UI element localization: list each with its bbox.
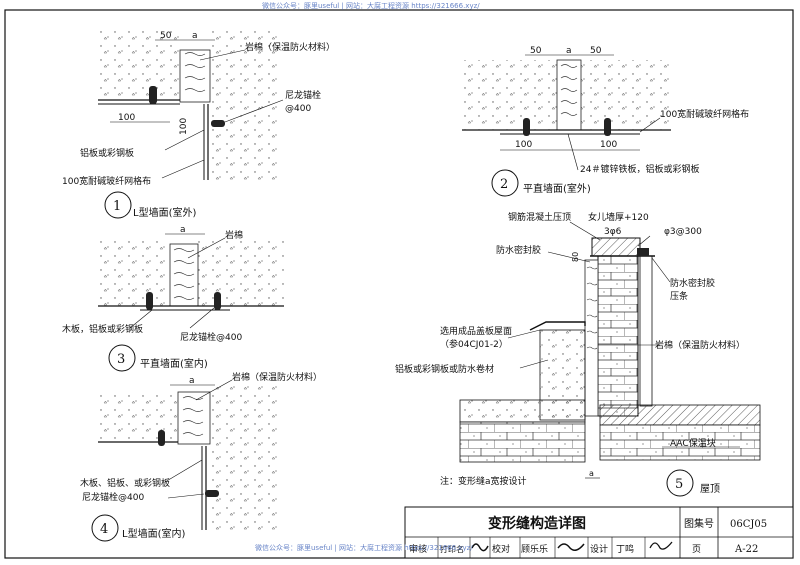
label-rockwool-d1: 岩棉（保温防火材料） (245, 41, 335, 53)
label-plate-d3: 木板，铝板或彩钢板 (62, 323, 143, 335)
label-bolt-d4: 尼龙锚栓@400 (82, 491, 144, 503)
label-sealant-left-d5: 防水密封胶 (496, 244, 541, 256)
svg-text:顾乐乐: 顾乐乐 (521, 543, 548, 555)
detail-3: a 岩棉 木板，铝板或彩钢板 尼龙锚栓@400 3 平直墙面(室内) (62, 225, 284, 372)
label-membrane-d5: 铝板或彩钢板或防水卷材 (395, 363, 494, 375)
label-bolt-spacing-d1: @400 (285, 104, 311, 114)
label-plate-d4: 木板、铝板、或彩钢板 (80, 477, 170, 489)
label-rockwool-d5: 岩棉（保温防火材料） (655, 339, 745, 351)
detail-number-4 (91, 514, 119, 542)
label-stirrup-d5: φ3@300 (664, 227, 702, 237)
detail-number-1 (104, 191, 132, 219)
svg-text:设计: 设计 (590, 543, 608, 555)
label-sealant-right-d5: 防水密封胶 (670, 277, 715, 289)
svg-text:a: a (189, 376, 195, 386)
svg-text:a: a (566, 46, 572, 56)
label-sheet-d2: 24＃镀锌铁板，铝板或彩钢板 (580, 163, 699, 175)
label-mesh-d1: 100宽耐碱玻纤网格布 (62, 175, 151, 187)
title-block: 变形缝构造详图 图集号 06CJ05 页 A-22 审核 打印名 校对 顾乐乐 … (404, 506, 794, 559)
dim-100-v-d1: 100 (179, 118, 189, 135)
detail-title-4: L型墙面(室内) (122, 527, 185, 540)
svg-text:3: 3 (117, 352, 125, 367)
dim-50-d1: 50 (160, 31, 172, 41)
label-coping-d5: 钢筋混凝土压顶 (508, 211, 571, 223)
atlas-number: 06CJ05 (730, 519, 767, 530)
label-cover-d5: 选用成品盖板屋面 (440, 325, 512, 337)
bolt-d1 (149, 86, 157, 104)
detail-title-1: L型墙面(室外) (133, 206, 196, 219)
label-strip-d5: 压条 (670, 290, 688, 302)
label-rockwool-d4: 岩棉（保温防火材料） (232, 371, 322, 383)
sheet-border (4, 9, 794, 559)
detail-number-2 (491, 169, 519, 197)
label-aac-d5: AAC保温块 (670, 437, 716, 449)
detail-5: 钢筋混凝土压顶 女儿墙厚+120 3φ6 φ3@300 防水密封胶 80 防水密… (395, 211, 761, 497)
svg-text:2: 2 (500, 177, 508, 192)
svg-text:100: 100 (515, 140, 532, 150)
svg-text:图集号: 图集号 (684, 517, 714, 530)
dim-a-d1: a (192, 31, 198, 41)
detail-number-5 (666, 469, 694, 497)
detail-2: 50 a 50 100 100 100宽耐碱玻纤网格布 24＃镀锌铁板，铝板或彩… (462, 46, 749, 197)
detail-4: a 岩棉（保温防火材料） 木板、铝板、或彩钢板 尼龙锚栓@400 4 L型墙面(… (80, 371, 322, 542)
svg-text:80: 80 (571, 252, 580, 262)
svg-text:50: 50 (590, 46, 602, 56)
label-parapet-d5: 女儿墙厚+120 (588, 211, 649, 223)
detail-number-3 (108, 344, 136, 372)
wall-left-d1 (98, 30, 180, 100)
svg-text:a: a (180, 225, 186, 235)
label-bolt-d3: 尼龙锚栓@400 (180, 331, 242, 343)
page-number: A-22 (734, 544, 758, 555)
svg-text:打印名: 打印名 (440, 544, 464, 554)
svg-text:1: 1 (113, 199, 121, 214)
svg-text:校对: 校对 (492, 543, 510, 555)
svg-text:审核: 审核 (409, 543, 427, 555)
svg-text:a: a (589, 469, 594, 478)
rockwool-d1 (179, 49, 211, 103)
label-bolt-d1: 尼龙锚栓 (285, 89, 321, 101)
svg-text:4: 4 (100, 522, 108, 537)
detail-title-3: 平直墙面(室内) (140, 357, 208, 370)
drawing-title: 变形缝构造详图 (488, 515, 586, 532)
detail-1: 50 a 100 100 岩棉（保温防火材料） 尼龙锚栓 @400 铝板或彩钢板… (62, 30, 335, 219)
label-plate-d1: 铝板或彩钢板 (80, 147, 134, 159)
dim-100-h-d1: 100 (118, 113, 135, 123)
detail-title-2: 平直墙面(室外) (523, 182, 591, 195)
note-d5: 注：变形缝a宽按设计 (440, 475, 527, 487)
detail-title-5: 屋顶 (700, 483, 720, 495)
svg-text:5: 5 (675, 477, 683, 492)
label-rebar-d5: 3φ6 (604, 227, 622, 237)
label-cover-ref-d5: （参04CJ01-2） (440, 338, 508, 350)
svg-text:50: 50 (530, 46, 542, 56)
watermark-bottom: 微信公众号：豚里useful | 网站：大腐工程资源 https://32166… (255, 543, 473, 552)
label-mesh-d2: 100宽耐碱玻纤网格布 (660, 108, 749, 120)
svg-text:100: 100 (600, 140, 617, 150)
svg-text:丁鸣: 丁鸣 (616, 543, 634, 555)
svg-text:页: 页 (692, 544, 701, 555)
watermark-top: 微信公众号：豚里useful | 网站：大腐工程资源 https://32166… (262, 1, 480, 10)
label-rockwool-d3: 岩棉 (225, 229, 243, 241)
